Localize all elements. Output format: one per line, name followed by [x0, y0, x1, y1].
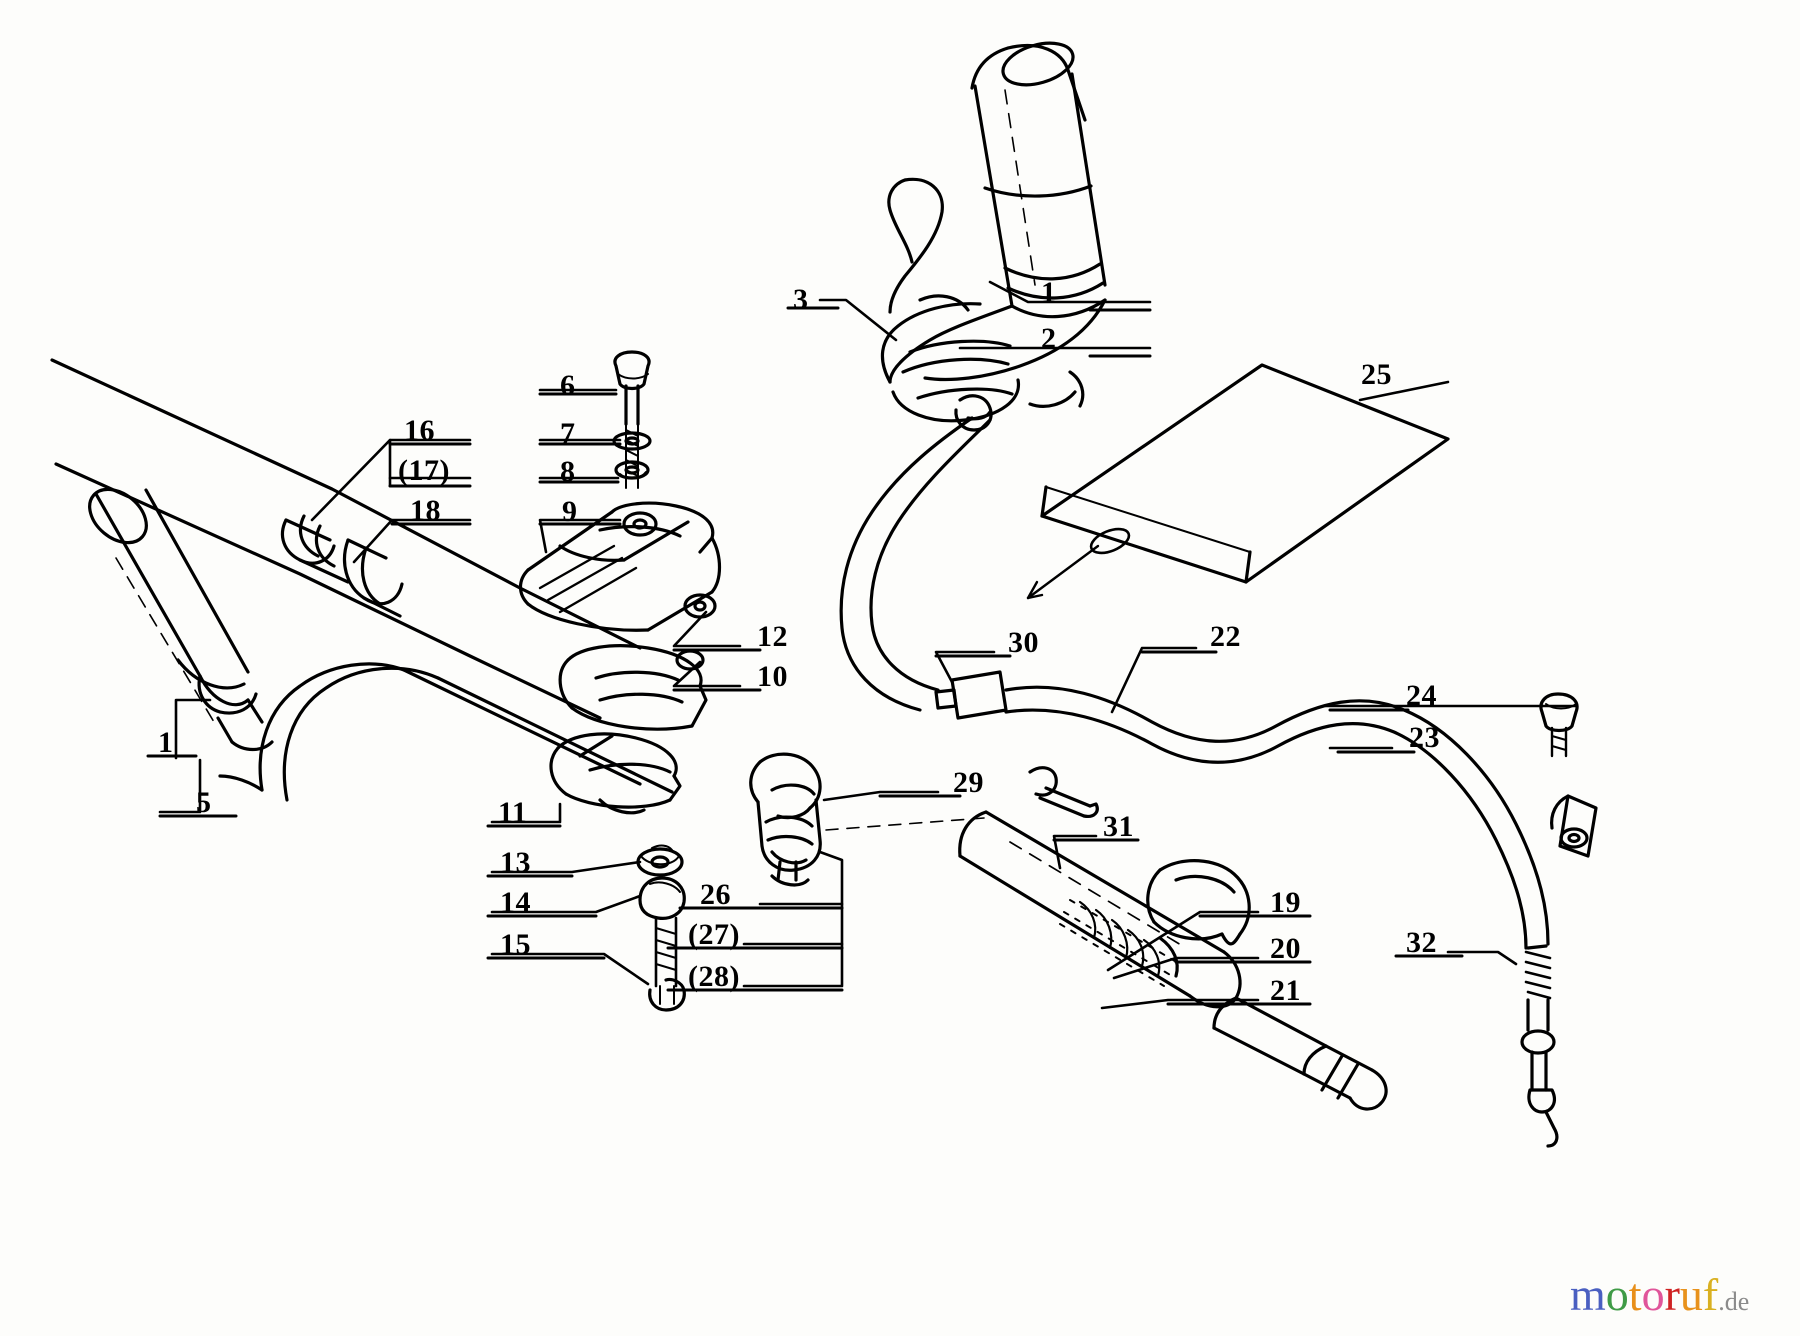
callout-16: 16	[404, 414, 435, 447]
watermark-letter: u	[1679, 1269, 1703, 1320]
callout-26: 26	[700, 878, 731, 911]
callout-11: 11	[498, 796, 528, 829]
callout-24: 24	[1406, 679, 1437, 712]
callout-29: 29	[953, 766, 984, 799]
watermark-letter: m	[1570, 1269, 1606, 1320]
fastener-stack	[612, 350, 652, 489]
watermark-letter: t	[1628, 1269, 1642, 1320]
callout-32: 32	[1406, 926, 1437, 959]
callout-5: 5	[196, 786, 212, 819]
callout-30: 30	[1008, 626, 1039, 659]
callout-28: (28)	[688, 960, 740, 993]
callout-13: 13	[500, 846, 531, 879]
callout-18: 18	[410, 494, 441, 527]
callout-19: 19	[1270, 886, 1301, 919]
callout-7: 7	[560, 417, 576, 450]
callout-12: 12	[757, 620, 788, 653]
switch-housing	[749, 752, 822, 887]
callout-1-right: 1	[1041, 276, 1057, 309]
leader-lines	[158, 280, 1578, 1010]
callout-27: (27)	[688, 918, 740, 951]
watermark-letter: f	[1702, 1269, 1719, 1320]
callout-2: 2	[1041, 322, 1057, 355]
callout-15: 15	[500, 928, 531, 961]
callout-23: 23	[1409, 721, 1440, 754]
handlebar-clamp-assembly	[518, 501, 722, 1012]
throttle-cable	[839, 416, 1559, 1148]
callout-underlines	[146, 306, 1464, 1006]
callout-1-left: 1	[158, 726, 174, 759]
watermark-tld: .de	[1718, 1287, 1750, 1316]
right-handle-grip-group	[880, 41, 1107, 432]
callout-17: (17)	[398, 454, 450, 487]
watermark-letter: o	[1641, 1269, 1665, 1320]
watermark-letter: r	[1664, 1269, 1680, 1320]
handlebar-tube	[50, 358, 674, 802]
site-watermark: motoruf.de	[1570, 1272, 1749, 1318]
callout-10: 10	[757, 660, 788, 693]
callout-3: 3	[793, 283, 809, 316]
callout-25: 25	[1361, 358, 1392, 391]
callout-31: 31	[1103, 810, 1134, 843]
callout-20: 20	[1270, 932, 1301, 965]
instruction-plate	[1026, 363, 1450, 600]
callout-22: 22	[1210, 620, 1241, 653]
callout-14: 14	[500, 886, 531, 919]
callout-21: 21	[1270, 974, 1301, 1007]
callout-6: 6	[560, 369, 576, 402]
callout-8: 8	[560, 455, 576, 488]
left-handle-grip	[88, 487, 274, 752]
watermark-letter: o	[1605, 1269, 1629, 1320]
callout-9: 9	[562, 495, 578, 528]
